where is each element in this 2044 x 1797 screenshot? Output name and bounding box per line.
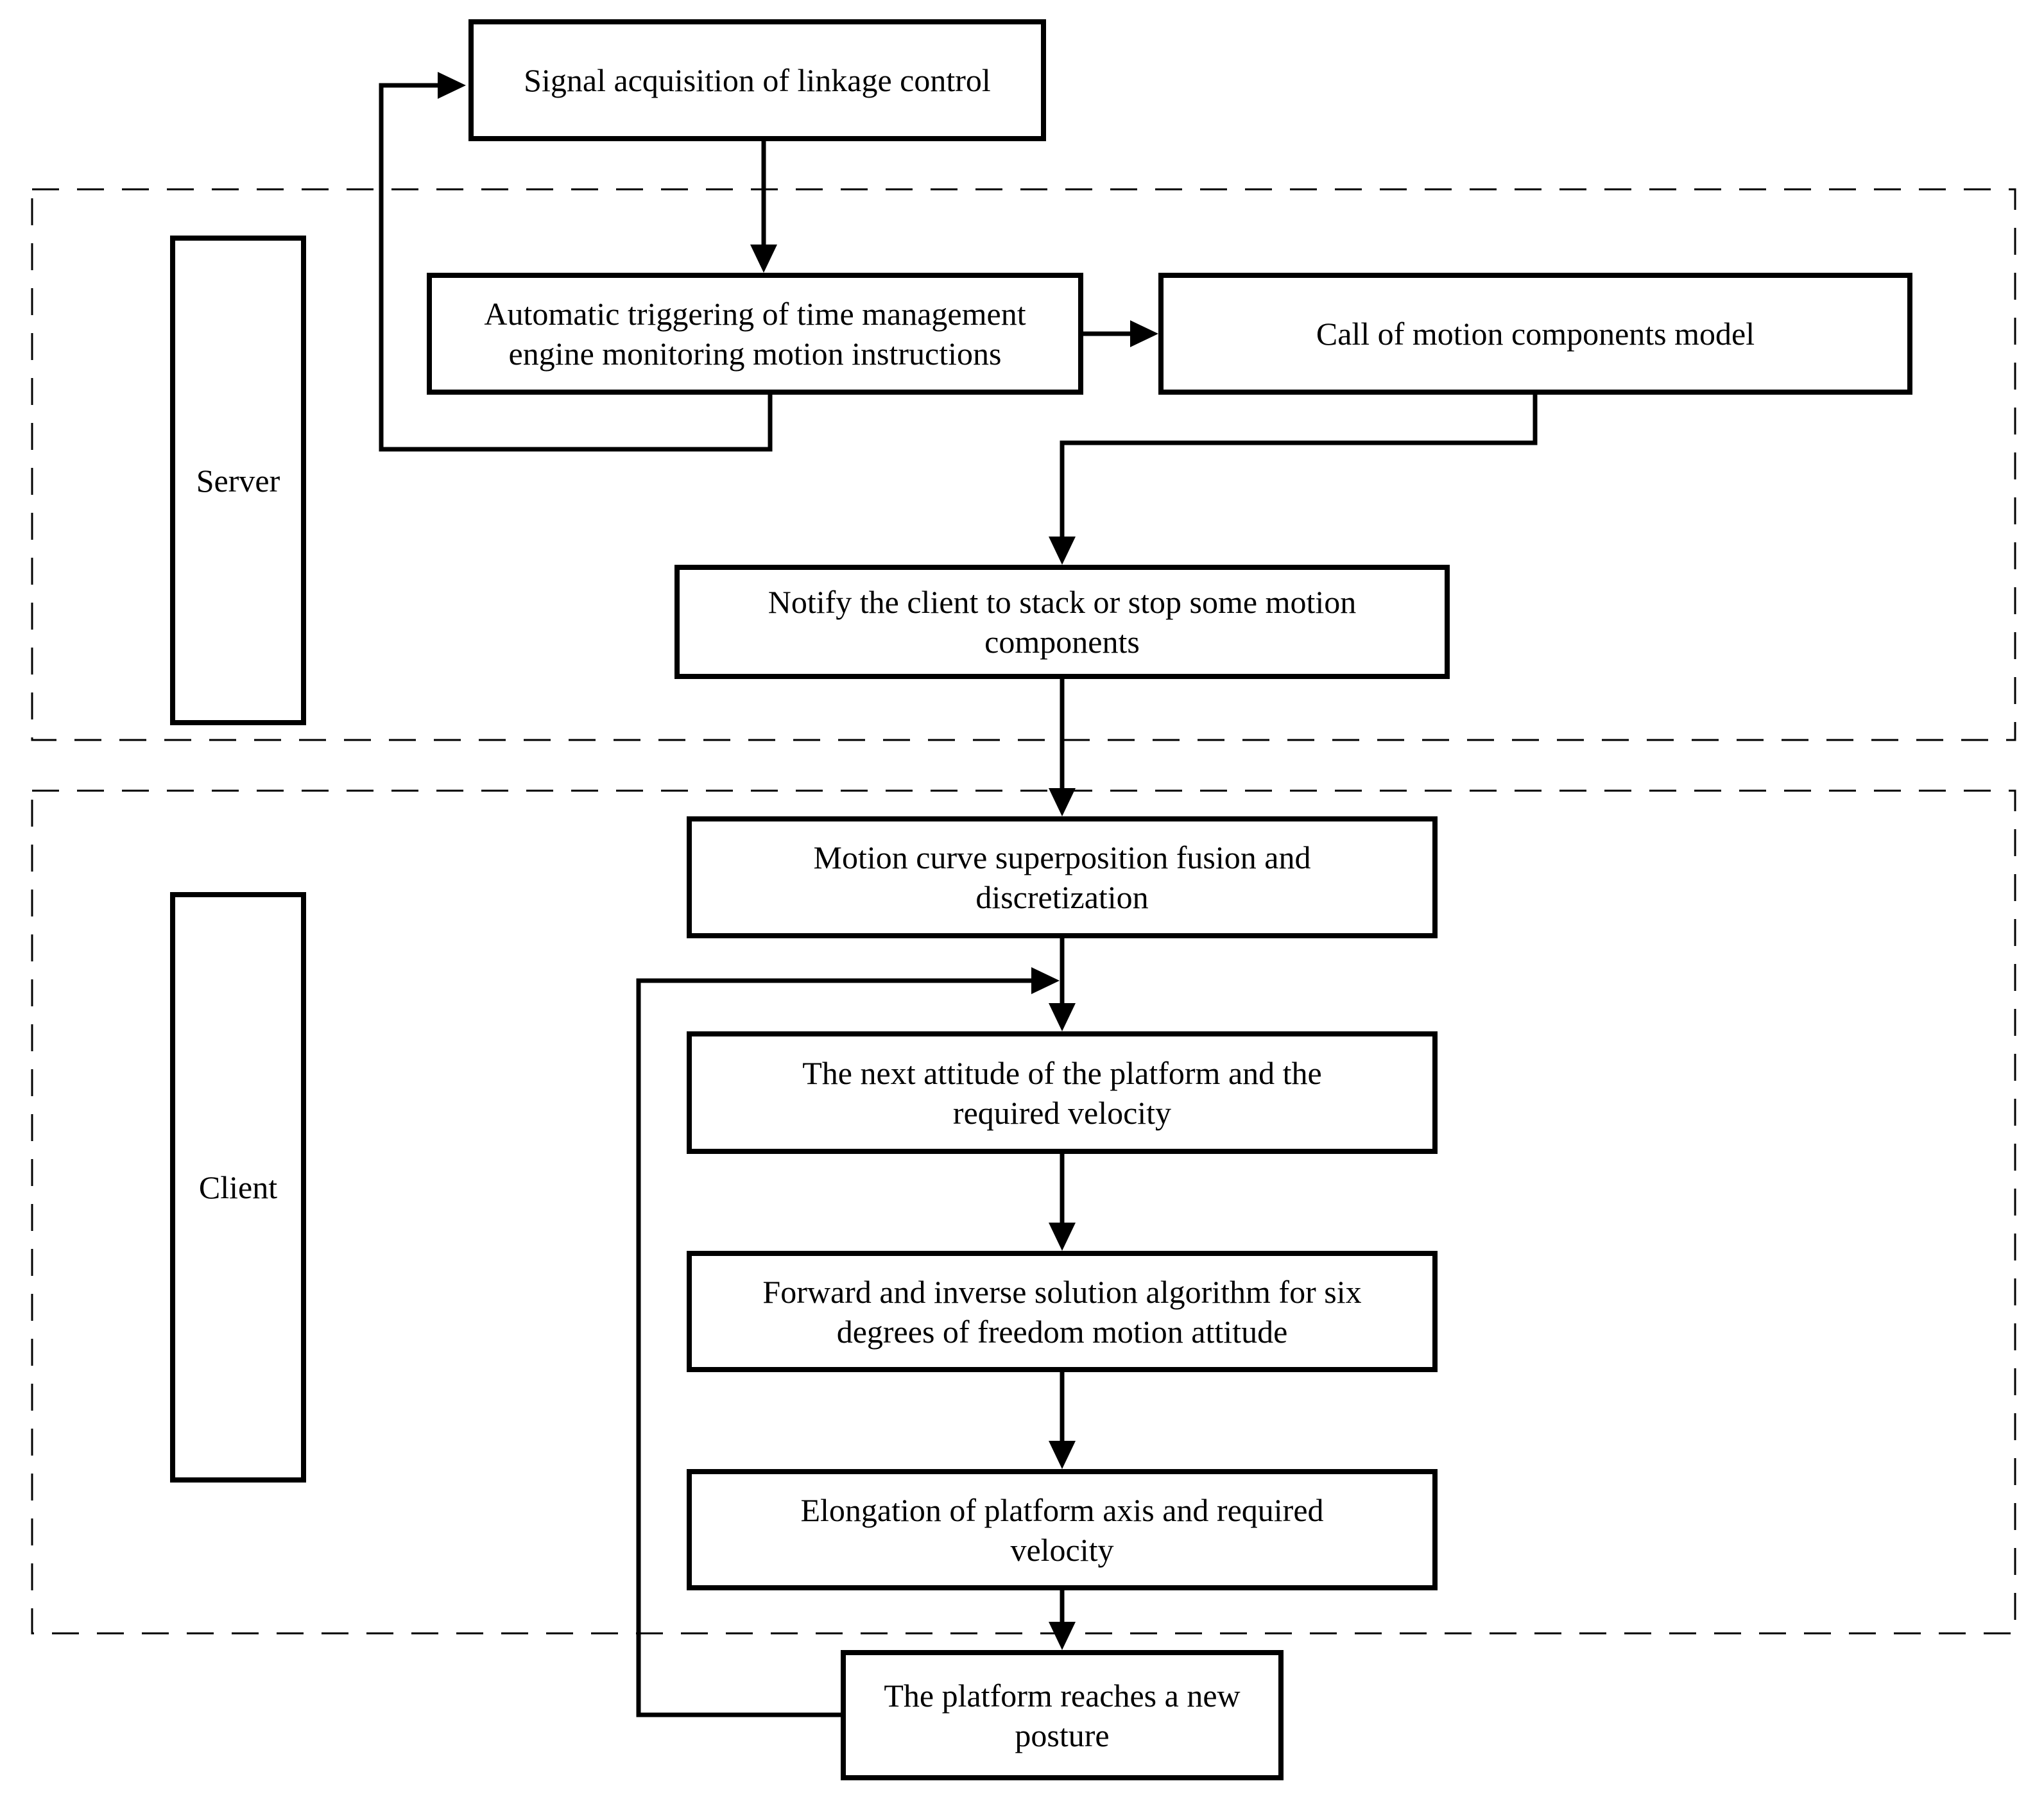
region-server-border	[31, 188, 2016, 741]
node-text-line: components	[984, 624, 1140, 660]
edge-auto-to-call	[1083, 320, 1158, 347]
node-notify-client: Notify the client to stack or stop some …	[674, 565, 1450, 679]
node-text-line: required velocity	[952, 1094, 1172, 1131]
edge-signal-to-auto	[750, 141, 777, 273]
arrowhead-down	[1049, 1441, 1076, 1469]
edge-elongation-to-platform	[1049, 1590, 1076, 1650]
arrowhead-down	[1049, 788, 1076, 816]
node-elongation-axis: Elongation of platform axis and required…	[687, 1469, 1438, 1590]
arrowhead-right	[1031, 967, 1060, 994]
arrowhead-down	[1049, 537, 1076, 565]
node-call-motion-components: Call of motion components model	[1158, 273, 1912, 395]
node-text-line: Call of motion components model	[1316, 316, 1755, 352]
node-text-line: degrees of freedom motion attitude	[836, 1313, 1288, 1350]
node-text-line: Signal acquisition of linkage control	[524, 62, 991, 98]
node-text-line: Elongation of platform axis and required	[800, 1492, 1324, 1528]
node-forward-inverse-solution: Forward and inverse solution algorithm f…	[687, 1251, 1438, 1372]
node-text-line: Automatic triggering of time management	[484, 296, 1026, 332]
arrowhead-down	[1049, 1003, 1076, 1031]
arrowhead-down	[750, 245, 777, 273]
arrowhead-right	[438, 72, 466, 99]
edge-feedback-platform-to-next	[636, 967, 1060, 1717]
lane-label-client-text: Client	[198, 1169, 278, 1205]
node-text-line: velocity	[1010, 1531, 1114, 1568]
lane-label-client: Client	[170, 892, 306, 1483]
node-text-line: The next attitude of the platform and th…	[802, 1054, 1322, 1091]
node-text-line: discretization	[975, 879, 1149, 915]
node-motion-curve-fusion: Motion curve superposition fusion and di…	[687, 816, 1438, 938]
edge-call-to-notify	[1049, 395, 1538, 565]
node-next-attitude: The next attitude of the platform and th…	[687, 1031, 1438, 1154]
edge-next-to-forward	[1049, 1154, 1076, 1251]
lane-label-server-text: Server	[196, 462, 280, 499]
edge-motion-to-next	[1049, 938, 1076, 1031]
node-platform-new-posture: The platform reaches a new posture	[841, 1650, 1284, 1780]
node-text-line: Notify the client to stack or stop some …	[768, 584, 1357, 620]
edge-feedback-auto-to-signal	[379, 72, 773, 452]
lane-label-server: Server	[170, 236, 306, 725]
node-text-line: Forward and inverse solution algorithm f…	[762, 1273, 1362, 1310]
edge-forward-to-elongation	[1049, 1372, 1076, 1469]
node-signal-acquisition: Signal acquisition of linkage control	[468, 19, 1046, 141]
node-text-line: Motion curve superposition fusion and	[813, 839, 1311, 875]
arrowhead-down	[1049, 1223, 1076, 1251]
node-auto-trigger: Automatic triggering of time management …	[427, 273, 1083, 395]
edge-notify-to-motion	[1049, 679, 1076, 816]
arrowhead-down	[1049, 1622, 1076, 1650]
node-text-line: engine monitoring motion instructions	[508, 336, 1002, 372]
node-text-line: posture	[1015, 1717, 1110, 1753]
node-text-line: The platform reaches a new	[884, 1677, 1241, 1714]
arrowhead-right	[1130, 320, 1158, 347]
region-client-border	[31, 789, 2016, 1635]
